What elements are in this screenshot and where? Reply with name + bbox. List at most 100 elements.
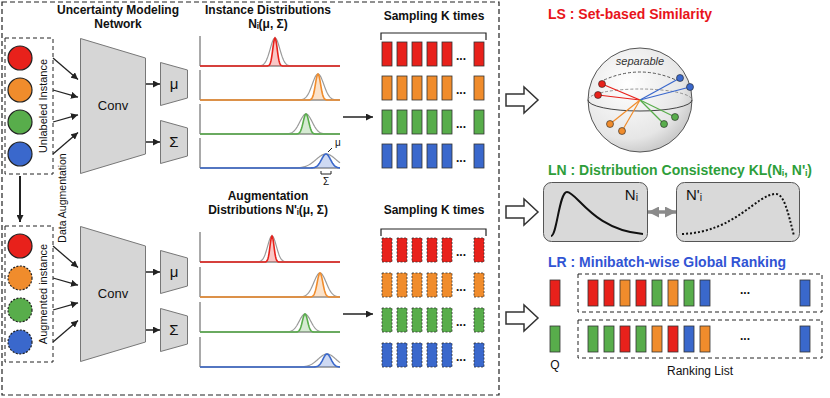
sample-bar: [427, 110, 437, 134]
hollow-arrow: [506, 305, 538, 331]
sample-bar: [474, 343, 484, 367]
embedding-ray: [640, 87, 690, 100]
ranked-bar: [668, 326, 678, 352]
node-text: Σ: [169, 133, 178, 150]
instance-circle: [8, 110, 32, 134]
distribution-curve: [200, 314, 340, 332]
sample-bar: [427, 343, 437, 367]
ranked-bar: [684, 280, 694, 306]
input-arrow: [53, 115, 78, 122]
ellipsis: ...: [740, 330, 750, 344]
distribution-curve: [200, 38, 340, 66]
distribution-envelope: [200, 273, 340, 297]
distribution-curve: [200, 74, 340, 100]
sphere-equator-front: [588, 100, 692, 111]
node-text: N'ᵢ: [686, 186, 702, 203]
distribution-envelope: [200, 314, 340, 332]
sample-bar: [474, 273, 484, 297]
sample-bar: [442, 343, 452, 367]
sample-bar: [427, 76, 437, 100]
ranked-bar: [636, 280, 646, 306]
trapezoid-outline: [81, 227, 146, 362]
distribution-curve: [200, 354, 340, 367]
sample-bar: [397, 144, 407, 168]
input-arrow: [53, 246, 78, 268]
sample-bar: [474, 308, 484, 332]
sample-bar: [427, 42, 437, 66]
distribution-curve: [200, 154, 340, 168]
embedding-point: [607, 121, 614, 128]
ranking-list-box: [578, 274, 822, 312]
ranked-bar: [588, 326, 598, 352]
sample-bar: [397, 308, 407, 332]
sample-bar: [397, 42, 407, 66]
input-arrow: [53, 303, 78, 310]
frame-border: [2, 2, 499, 395]
axis-line: [200, 267, 340, 297]
sample-bar: [474, 110, 484, 134]
distribution-envelope: [200, 154, 340, 168]
distribution-curve: [200, 273, 340, 297]
sample-bar: [442, 144, 452, 168]
ranked-bar: [684, 326, 694, 352]
embedding-point: [661, 121, 668, 128]
connector: [146, 141, 160, 143]
distribution-envelope: [200, 236, 340, 262]
embedding-point: [687, 84, 694, 91]
sample-bar: [382, 308, 392, 332]
sample-bar: [382, 42, 392, 66]
ranked-bar: [800, 280, 810, 306]
sample-bar: [382, 273, 392, 297]
distribution-envelope: [200, 38, 340, 66]
ranked-bar: [604, 280, 614, 306]
embedding-ray: [610, 100, 640, 124]
ellipsis: ...: [456, 351, 466, 365]
sigma-bracket: [321, 171, 331, 174]
sampling-arrow: [343, 313, 373, 315]
node-text: Σ: [169, 321, 178, 338]
axis-line: [200, 36, 340, 66]
axis-line: [200, 104, 340, 134]
embedding-point: [619, 128, 626, 135]
sample-bar: [474, 144, 484, 168]
ranked-bar: [620, 280, 630, 306]
sample-bar: [427, 144, 437, 168]
group-label: Augmented instance: [37, 244, 50, 344]
embedding-ray: [640, 100, 675, 117]
sample-bar: [382, 144, 392, 168]
axis-line: [200, 232, 340, 262]
node-text: μ: [170, 263, 179, 280]
connector: [146, 83, 160, 85]
rounded-box-outline: [677, 183, 800, 242]
distribution-box: N'ᵢ: [676, 182, 800, 242]
distribution-curve: [200, 236, 340, 262]
connector: [146, 329, 160, 331]
step-label: Data Augmentation: [56, 153, 68, 242]
variance-head: Σ: [160, 308, 188, 352]
sphere: [588, 48, 692, 152]
sample-bar: [427, 308, 437, 332]
distribution-envelope: [200, 74, 340, 100]
symbol-label: Σ: [323, 176, 329, 188]
instance-circle: [8, 46, 32, 70]
embedding-point: [672, 114, 679, 121]
input-arrow: [53, 90, 78, 97]
axis-line: [200, 138, 340, 168]
ellipsis: ...: [456, 246, 466, 260]
connector: [648, 210, 676, 214]
query-bar: [550, 280, 560, 306]
axis-line: [200, 302, 340, 332]
section-title: Augmentation Distributions N'ᵢ(μ, Σ): [192, 190, 344, 218]
sample-bar: [397, 76, 407, 100]
sample-bar: [442, 273, 452, 297]
ellipsis: ...: [456, 281, 466, 295]
sample-bar: [427, 273, 437, 297]
instance-circle: [8, 298, 32, 322]
distribution-box: Nᵢ: [543, 182, 648, 242]
node-text: Nᵢ: [625, 186, 638, 203]
ellipsis: ...: [740, 284, 750, 298]
ellipsis: ...: [456, 118, 466, 132]
sampling-arrow: [343, 116, 373, 118]
embedding-ray: [640, 78, 680, 100]
sample-bar: [442, 110, 452, 134]
